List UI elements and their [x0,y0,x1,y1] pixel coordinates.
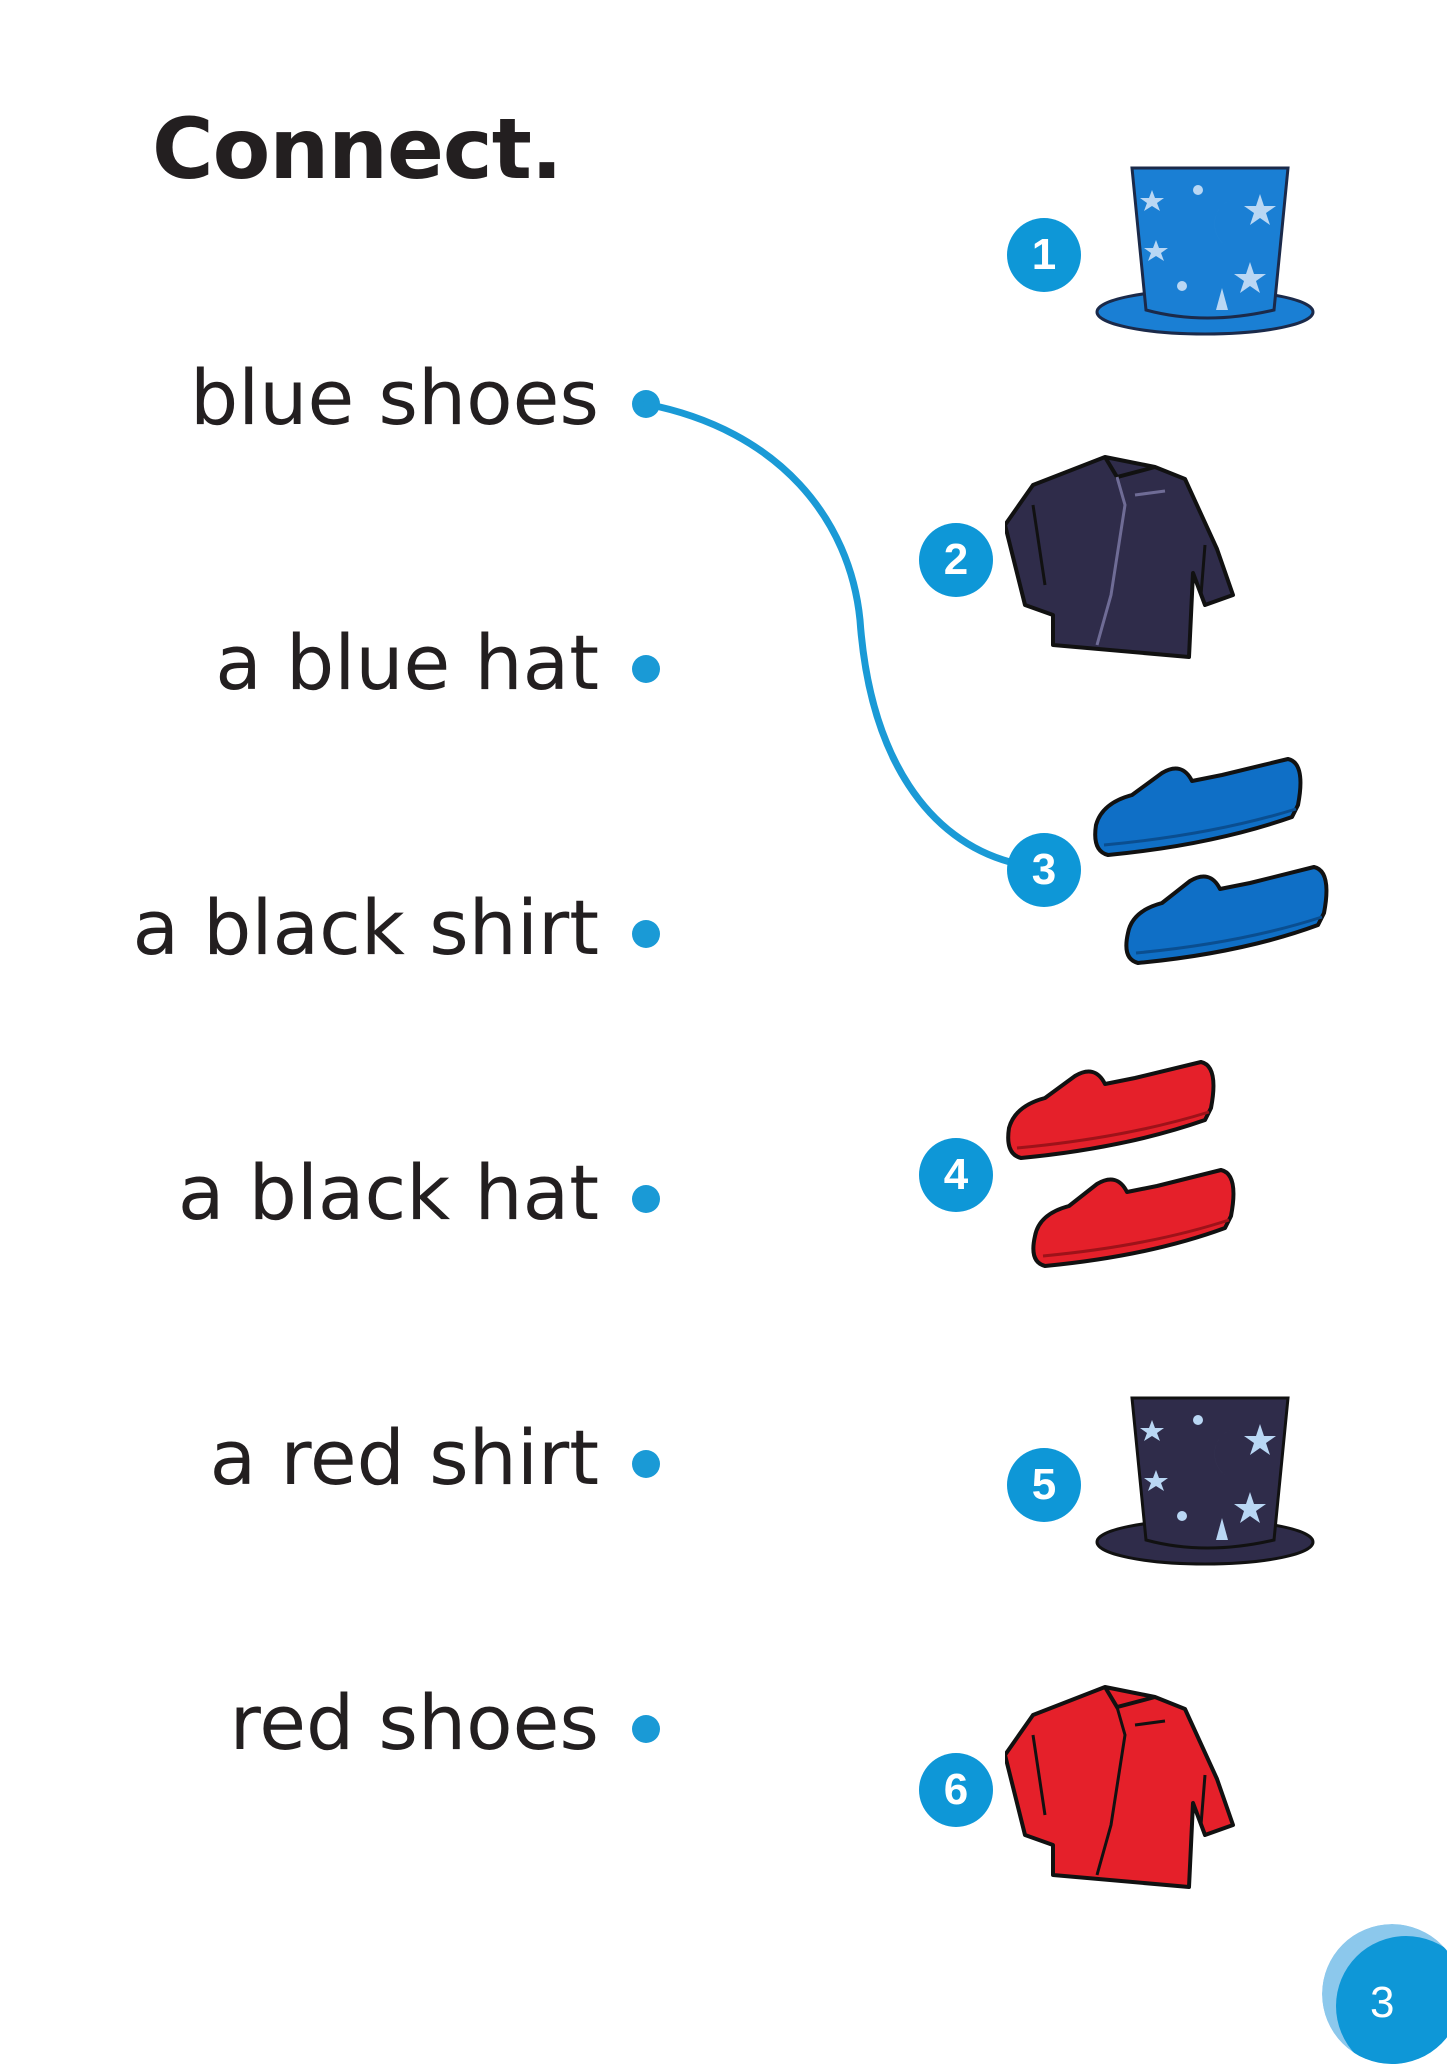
phrase-a-black-hat: a black hat [177,1148,599,1237]
number-badge-3[interactable]: 3 [1007,833,1081,907]
page-number: 3 [1370,1978,1395,2027]
connect-dot-a-blue-hat[interactable] [632,655,660,683]
blue-shoes-icon[interactable] [1092,755,1332,985]
phrase-a-blue-hat: a blue hat [215,618,599,707]
connect-dot-a-black-hat[interactable] [632,1185,660,1213]
black-hat-icon[interactable] [1090,1390,1320,1580]
phrase-a-black-shirt: a black shirt [132,883,599,972]
number-badge-4[interactable]: 4 [919,1138,993,1212]
connect-dot-a-black-shirt[interactable] [632,920,660,948]
page-corner-tab [1322,1924,1447,2064]
phrase-blue-shoes: blue shoes [189,353,599,442]
connect-dot-a-red-shirt[interactable] [632,1450,660,1478]
page-title: Connect. [152,100,563,198]
number-badge-1[interactable]: 1 [1007,218,1081,292]
phrase-red-shoes: red shoes [229,1678,599,1767]
black-shirt-icon[interactable] [1005,445,1240,665]
blue-hat-icon[interactable] [1090,160,1320,350]
phrase-a-red-shirt: a red shirt [209,1413,599,1502]
red-shirt-icon[interactable] [1005,1675,1240,1895]
red-shoes-icon[interactable] [1005,1058,1245,1288]
connect-dot-blue-shoes[interactable] [632,390,660,418]
number-badge-2[interactable]: 2 [919,523,993,597]
number-badge-6[interactable]: 6 [919,1753,993,1827]
connect-dot-red-shoes[interactable] [632,1715,660,1743]
number-badge-5[interactable]: 5 [1007,1448,1081,1522]
